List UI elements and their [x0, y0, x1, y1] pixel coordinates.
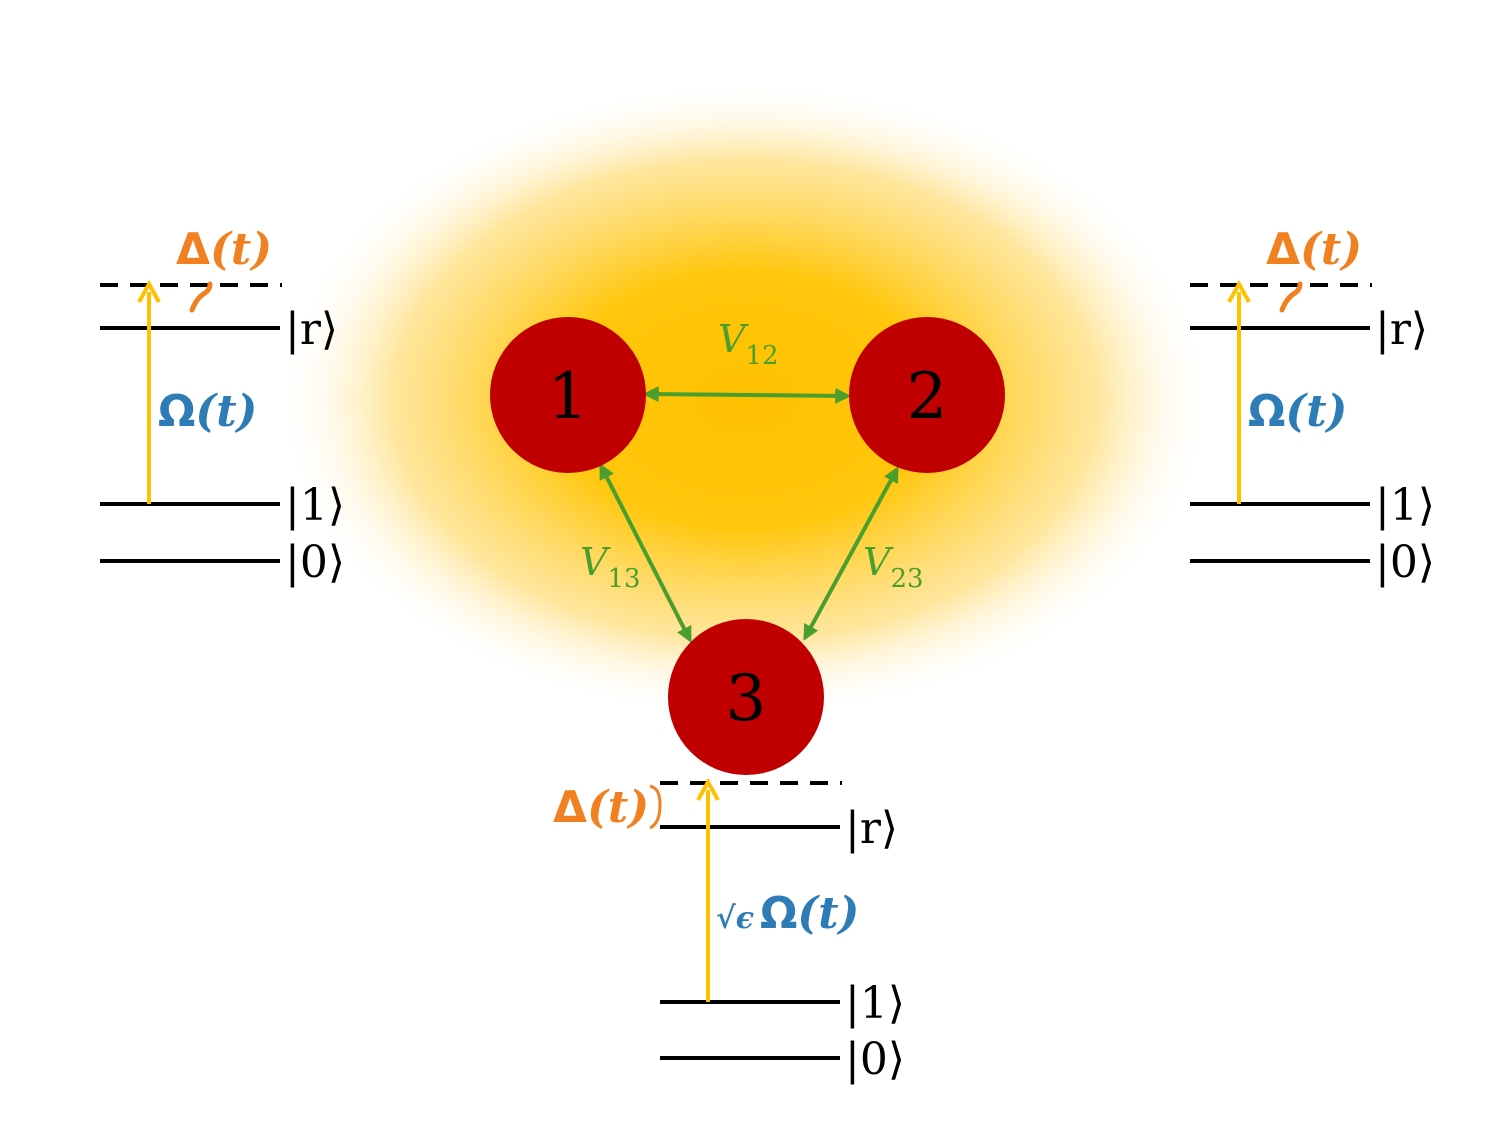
level-scheme-left: |r⟩ |1⟩ |0⟩ Ω(t) Δ(t) — [100, 224, 345, 588]
coupling-label-13-sym: V — [580, 540, 611, 584]
atom-1-label: 1 — [548, 360, 589, 434]
rabi-arg-right: (t) — [1285, 386, 1347, 437]
atom-1: 1 — [490, 317, 646, 473]
detuning-label-left: Δ(t) — [176, 224, 272, 275]
coupling-arrow-23 — [803, 466, 899, 641]
detuning-label-right: Δ(t) — [1266, 224, 1362, 275]
detuning-sym-bottom: Δ — [553, 782, 587, 833]
atom-2-circle — [849, 317, 1005, 473]
ket-1-bottom: |1⟩ — [845, 978, 905, 1029]
ket-0-bottom: |0⟩ — [845, 1034, 905, 1085]
rabi-sym-bottom: Ω — [760, 888, 797, 939]
ket-r-right: |r⟩ — [1375, 304, 1428, 355]
detuning-sym-right: Δ — [1266, 224, 1300, 275]
ket-0-right: |0⟩ — [1375, 537, 1435, 588]
detuning-arg-left: (t) — [210, 224, 272, 275]
atom-1-circle — [490, 317, 646, 473]
coupling-label-13: V13 — [580, 540, 641, 594]
atom-3-circle — [668, 619, 824, 775]
detuning-arg-right: (t) — [1300, 224, 1362, 275]
rabi-arg-bottom: (t) — [797, 888, 859, 939]
coupling-label-13-sub: 13 — [607, 564, 640, 594]
atom-2: 2 — [849, 317, 1005, 473]
rabi-sym-left: Ω — [158, 386, 195, 437]
rabi-sym-right: Ω — [1248, 386, 1285, 437]
rabi-label-right: Ω(t) — [1248, 386, 1347, 437]
ket-r-left: |r⟩ — [285, 304, 338, 355]
ket-0-left: |0⟩ — [285, 537, 345, 588]
detuning-sym-left: Δ — [176, 224, 210, 275]
rabi-arg-left: (t) — [195, 386, 257, 437]
level-scheme-right: |r⟩ |1⟩ |0⟩ Ω(t) Δ(t) — [1190, 224, 1435, 588]
rabi-sqrt-bottom: √ — [716, 901, 736, 936]
detuning-brace-bottom — [649, 784, 662, 830]
detuning-brace-left — [189, 281, 213, 313]
ket-1-left: |1⟩ — [285, 480, 345, 531]
detuning-arg-bottom: (t) — [587, 782, 649, 833]
coupling-label-23: V23 — [863, 540, 924, 594]
coupling-label-12-sub: 12 — [745, 341, 778, 371]
rabi-eps-bottom: ϵ — [736, 901, 754, 936]
atom-3-label: 3 — [726, 662, 767, 736]
coupling-label-12-sym: V — [718, 317, 749, 361]
coupling-arrow-12 — [642, 386, 852, 404]
detuning-brace-right — [1279, 281, 1303, 313]
detuning-label-bottom: Δ(t) — [553, 782, 649, 833]
coupling-label-23-sym: V — [863, 540, 894, 584]
ket-1-right: |1⟩ — [1375, 480, 1435, 531]
coupling-label-12: V12 — [718, 317, 779, 371]
rabi-label-left: Ω(t) — [158, 386, 257, 437]
coupling-label-23-sub: 23 — [890, 564, 923, 594]
coupling-arrow-13 — [599, 463, 692, 643]
atom-3: 3 — [668, 619, 824, 775]
atom-2-label: 2 — [907, 360, 948, 434]
ket-r-bottom: |r⟩ — [845, 803, 898, 854]
